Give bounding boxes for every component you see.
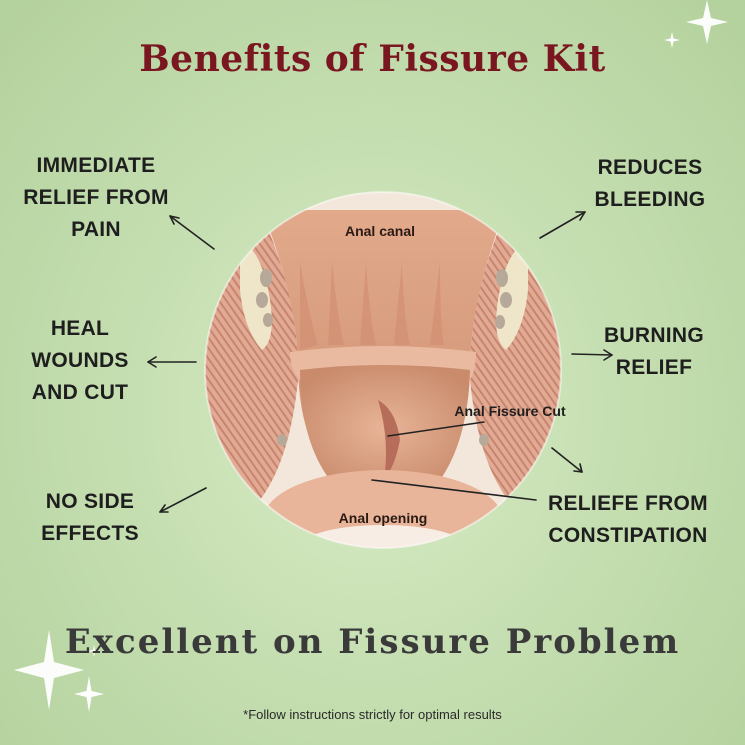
label-anal-fissure-cut: Anal Fissure Cut bbox=[454, 403, 566, 419]
disclaimer-note: *Follow instructions strictly for optima… bbox=[243, 707, 502, 722]
arrow-top-right bbox=[539, 211, 586, 239]
anatomy-cross-section bbox=[205, 192, 561, 548]
sparkle-icon bbox=[14, 630, 84, 710]
label-anal-opening: Anal opening bbox=[339, 510, 428, 526]
benefit-no-side-effects: NO SIDE EFFECTS bbox=[41, 490, 139, 545]
arrow-bottom-left bbox=[159, 487, 207, 513]
arrow-mid-right bbox=[571, 353, 613, 356]
sparkle-icon bbox=[686, 0, 728, 44]
benefit-reduces-bleeding: REDUCES BLEEDING bbox=[594, 156, 706, 211]
sparkle-icon bbox=[88, 645, 100, 657]
page-title: Benefits of Fissure Kit bbox=[139, 38, 606, 80]
benefit-burning-relief: BURNING RELIEF bbox=[603, 324, 705, 379]
tagline: Excellent on Fissure Problem bbox=[64, 622, 681, 662]
benefit-heal-wounds: HEAL WOUNDS AND CUT bbox=[31, 317, 129, 404]
sparkle-icon bbox=[74, 676, 104, 712]
benefit-pain-relief: IMMEDIATE RELIEF FROM PAIN bbox=[23, 154, 169, 241]
label-anal-canal: Anal canal bbox=[345, 223, 415, 239]
benefit-constipation-relief: RELIEFE FROM CONSTIPATION bbox=[548, 492, 708, 547]
sparkle-icon bbox=[664, 32, 680, 48]
arrow-bottom-right bbox=[551, 447, 583, 473]
arrow-top-left bbox=[169, 215, 215, 250]
